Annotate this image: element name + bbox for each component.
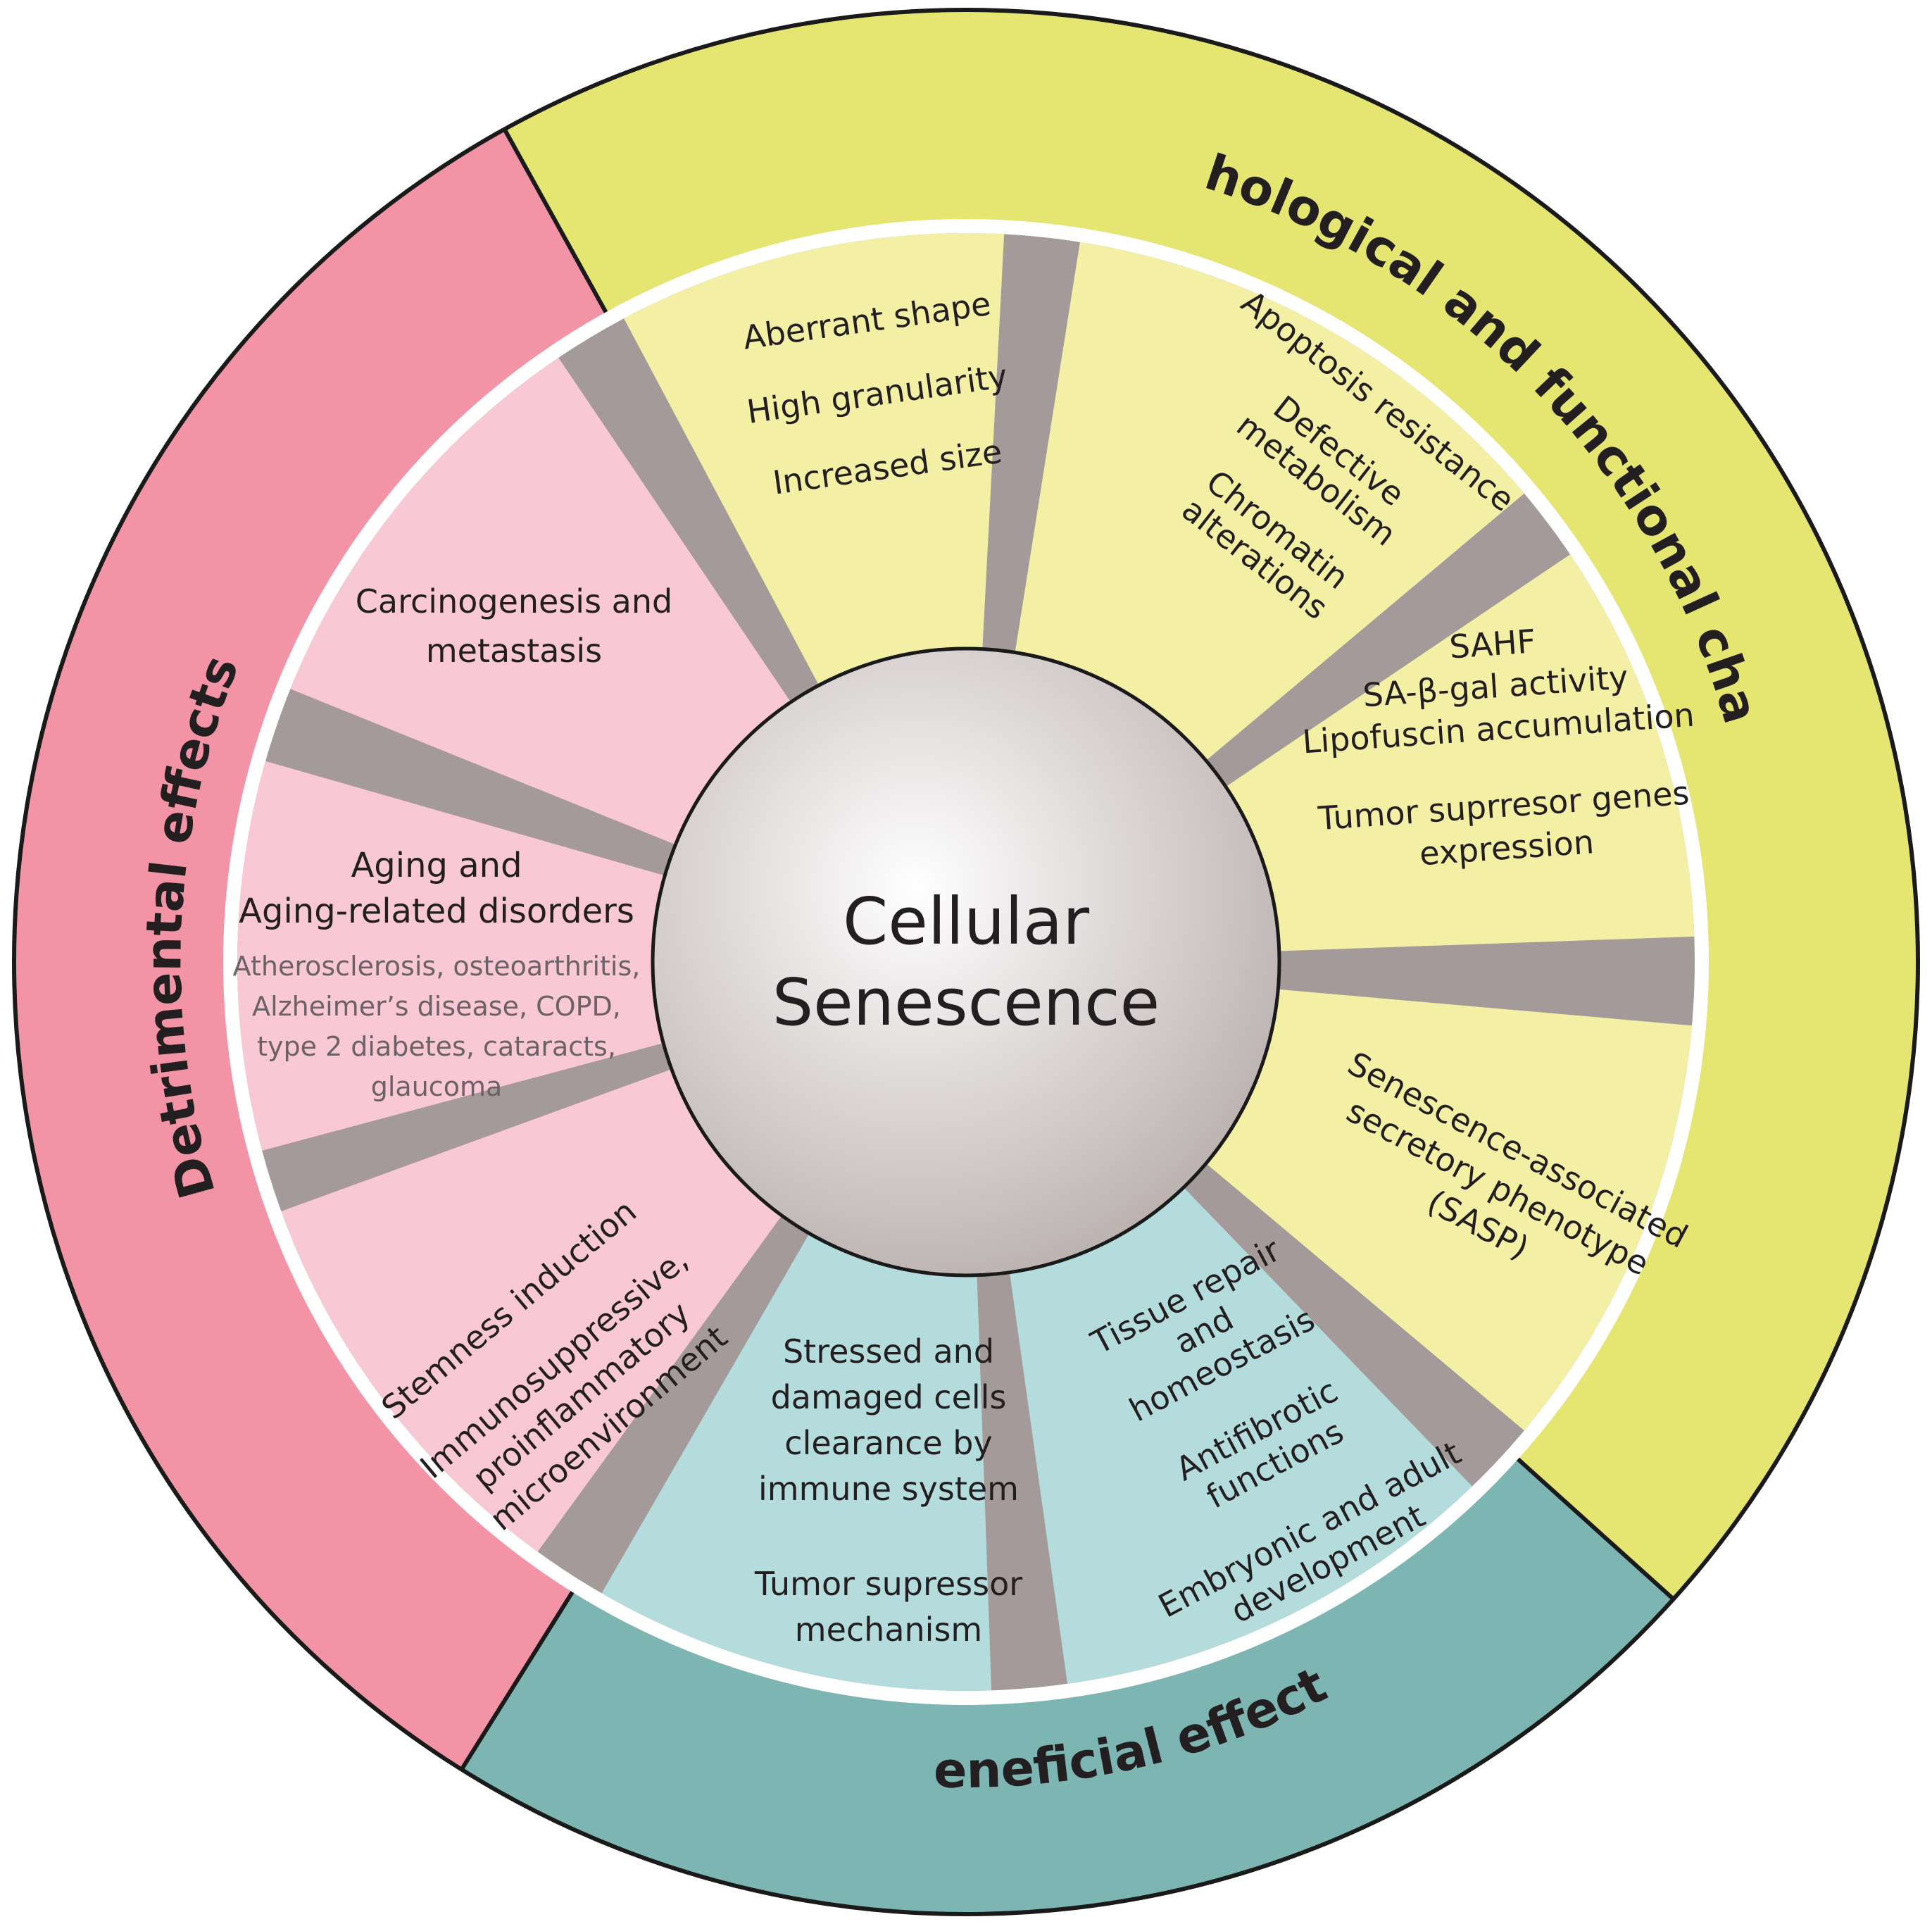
segment-sahf (1222, 554, 1695, 951)
segment-clearance (601, 1230, 992, 1691)
segment-aging-text: Aging and Aging-related disorders Athero… (233, 846, 641, 1102)
segment-sasp (1203, 989, 1693, 1431)
ring-divider-line (1517, 1457, 1675, 1601)
text-mechanism: mechanism (795, 1611, 982, 1649)
outer-outline (12, 8, 1920, 1916)
center-circle (651, 646, 1281, 1278)
text-alzheimers: Alzheimer’s disease, COPD, (252, 991, 621, 1022)
segment-aberrant-shape (624, 233, 1005, 689)
text-immune-system: immune system (758, 1470, 1019, 1508)
ring-morphological (505, 11, 1917, 1599)
text-sahf: SAHF (1448, 622, 1537, 666)
segment-carcinogenesis-text: Carcinogenesis and metastasis (356, 582, 672, 670)
segment-aging (237, 761, 669, 1151)
text-aging-and: Aging and (351, 846, 522, 885)
text-damaged-cells: damaged cells (771, 1378, 1007, 1416)
ring-detrimental (15, 130, 606, 1768)
center-title-line-2: Senescence (772, 965, 1160, 1040)
text-clearance-by: clearance by (784, 1424, 992, 1462)
ring-dividers (460, 128, 1675, 1771)
ring-divider-line (502, 128, 608, 313)
segment-aberrant-shape-text: Aberrant shape High granularity Increase… (741, 285, 1010, 502)
segment-stemness (281, 1068, 784, 1552)
text-stressed-and: Stressed and (783, 1332, 994, 1370)
text-aging-related-disorders: Aging-related disorders (239, 892, 634, 931)
text-diabetes: type 2 diabetes, cataracts, (257, 1031, 616, 1062)
text-atherosclerosis: Atherosclerosis, osteoarthritis, (233, 951, 641, 982)
text-metastasis: metastasis (426, 632, 602, 670)
segment-apoptosis (1014, 242, 1524, 763)
segment-tissue-repair-text: Tissue repair and homeostasis Antifibrot… (1084, 1230, 1467, 1630)
text-glaucoma: glaucoma (371, 1071, 503, 1102)
center-title-line-1: Cellular (843, 884, 1089, 959)
outer-ring (15, 11, 1917, 1913)
inner-segments (237, 233, 1695, 1691)
segment-clearance-text: Stressed and damaged cells clearance by … (754, 1332, 1022, 1649)
text-tumor-supressor: Tumor supressor (754, 1565, 1022, 1603)
ring-beneficial (462, 1458, 1673, 1913)
segment-carcinogenesis (290, 357, 793, 847)
text-carcinogenesis: Carcinogenesis and (356, 582, 672, 620)
segment-tissue-repair (1009, 1185, 1472, 1684)
ring-divider-line (460, 1591, 575, 1771)
